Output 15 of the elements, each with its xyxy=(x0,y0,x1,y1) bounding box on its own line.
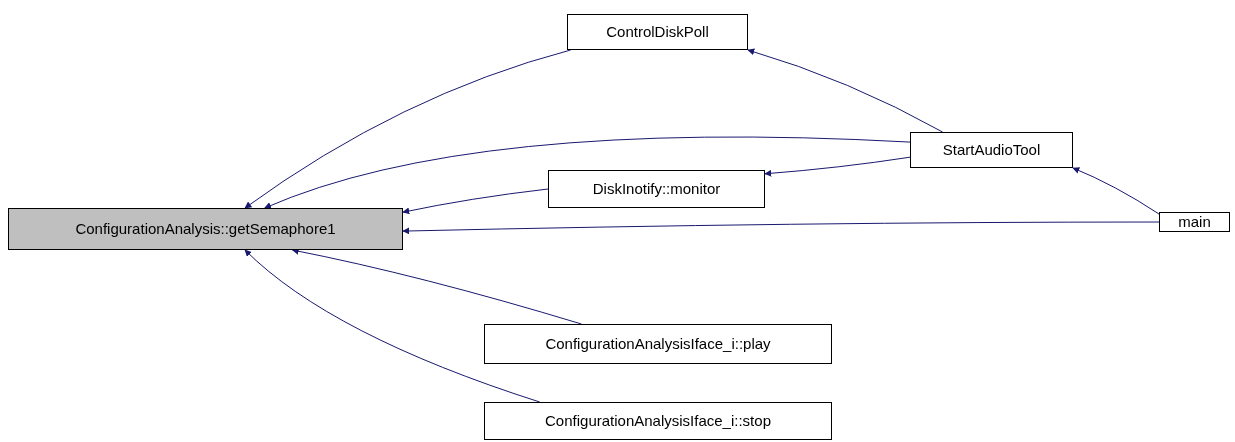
arrow xyxy=(264,136,911,209)
arrow xyxy=(244,49,572,209)
function-box: ControlDiskPoll xyxy=(567,14,748,50)
function-box: ConfigurationAnalysisIface_i::play xyxy=(484,324,832,364)
arrow xyxy=(402,221,1160,235)
function-box: DiskInotify::monitor xyxy=(548,170,765,208)
function-box: main xyxy=(1159,212,1230,232)
function-box: ConfigurationAnalysis::getSemaphore1 xyxy=(8,208,403,250)
arrow xyxy=(244,249,541,403)
function-box: StartAudioTool xyxy=(910,132,1073,168)
arrow xyxy=(747,48,944,133)
arrow xyxy=(402,188,549,215)
arrow xyxy=(764,156,911,177)
arrow xyxy=(1072,167,1160,215)
function-box: ConfigurationAnalysisIface_i::stop xyxy=(484,402,832,440)
